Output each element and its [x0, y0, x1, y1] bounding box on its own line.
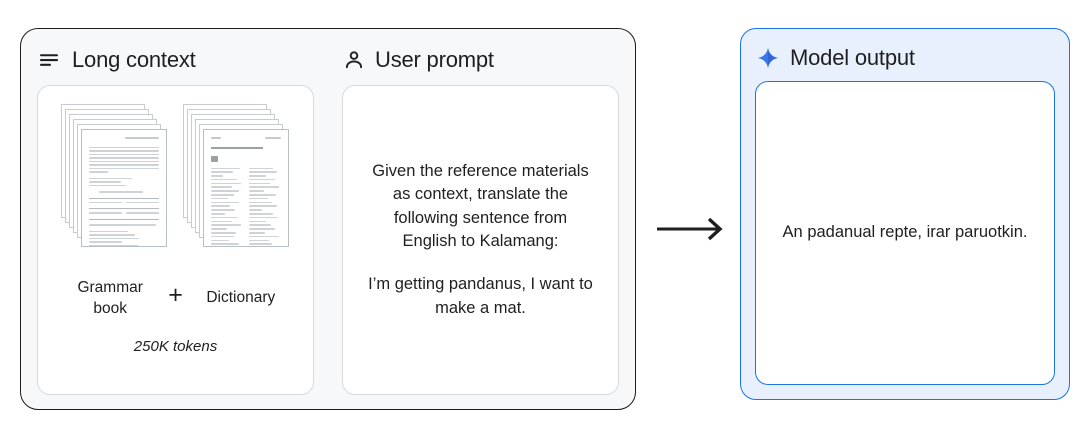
dictionary-stack [182, 104, 291, 272]
model-output-body: An padanual repte, irar paruotkin. [755, 81, 1055, 385]
person-icon [344, 50, 364, 70]
grammar-book-top-page [80, 129, 167, 247]
sparkle-icon [757, 47, 779, 69]
user-prompt-title: User prompt [375, 47, 494, 72]
input-card: Long context [20, 28, 636, 410]
output-card: Model output An padanual repte, irar par… [740, 28, 1070, 400]
grammar-book-stack [60, 104, 169, 272]
model-output-header: Model output [755, 41, 1055, 75]
prompt-instruction: Given the reference materials as context… [372, 161, 589, 250]
document-stacks [60, 104, 291, 274]
flow-arrow [655, 216, 729, 242]
dictionary-top-page [202, 129, 289, 247]
model-output-text: An padanual repte, irar paruotkin. [782, 223, 1028, 242]
long-context-pane: Long context [21, 29, 328, 409]
short-text-icon [39, 51, 61, 69]
model-output-title: Model output [790, 45, 915, 70]
prompt-text-block: Given the reference materials as context… [343, 86, 618, 394]
user-prompt-body: Given the reference materials as context… [342, 85, 619, 395]
dictionary-label: Dictionary [206, 289, 276, 307]
long-context-body: Grammar book + Dictionary 250K tokens [37, 85, 314, 395]
documents-area: Grammar book + Dictionary 250K tokens [38, 86, 313, 394]
prompt-sentence: I’m getting pandanus, I want to make a m… [368, 275, 593, 317]
grammar-book-label: Grammar book [77, 279, 143, 317]
source-labels: Grammar book + Dictionary [54, 278, 297, 320]
input-panes: Long context [21, 29, 635, 409]
right-arrow-icon [657, 217, 723, 241]
user-prompt-pane: User prompt Given the reference material… [328, 29, 635, 409]
token-count-label: 250K tokens [133, 337, 218, 355]
long-context-title: Long context [72, 47, 196, 72]
long-context-header: Long context [37, 43, 314, 77]
user-prompt-header: User prompt [342, 43, 619, 77]
plus-sign: + [168, 281, 183, 310]
